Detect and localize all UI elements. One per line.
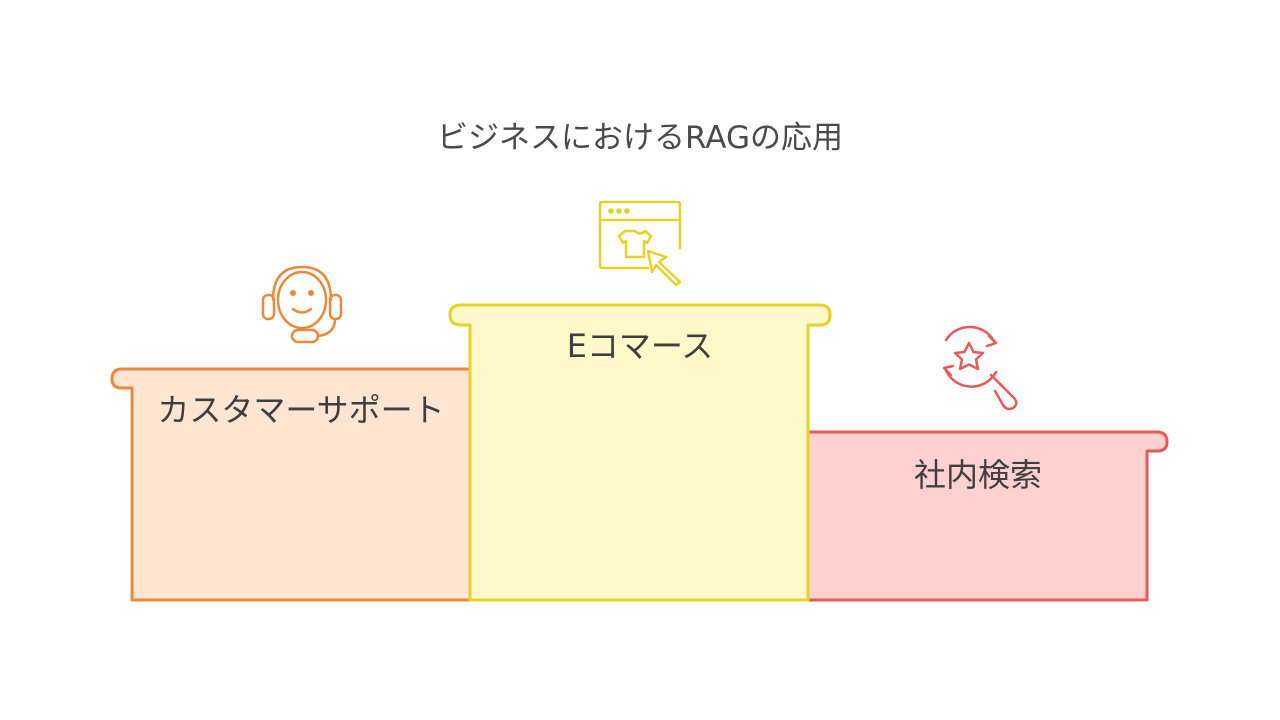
step-label-customer-support: カスタマーサポート: [157, 391, 445, 429]
diagram-title: ビジネスにおけるRAGの応用: [437, 120, 843, 156]
headset-support-icon: [261, 265, 343, 344]
podium-block-customer-support: [110, 367, 472, 602]
podium-block-ecommerce: [448, 303, 832, 602]
podium-block-internal-search: [806, 430, 1169, 602]
online-shop-cursor-icon: [598, 200, 682, 287]
step-label-internal-search: 社内検索: [913, 456, 1042, 494]
search-star-icon: [942, 325, 1018, 411]
step-label-ecommerce: Eコマース: [566, 327, 714, 365]
